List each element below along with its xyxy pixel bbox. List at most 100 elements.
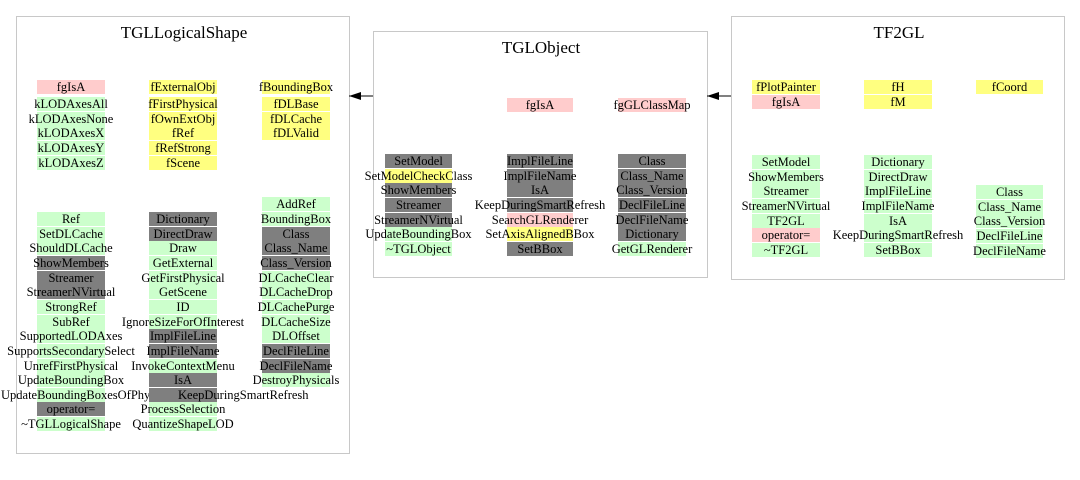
member-0-6-3[interactable]: ShowMembers [33,255,109,270]
member-0-7-13[interactable]: ProcessSelection [141,402,225,417]
member-2-3-0[interactable]: SetModel [752,155,820,169]
member-0-3-3[interactable]: fRefStrong [149,140,217,155]
member-1-4-2[interactable]: Class_Version [616,183,688,198]
member-0-5-2[interactable]: fDLValid [262,126,330,141]
member-0-8-12[interactable]: DestroyPhysicals [253,373,339,388]
member-0-8-8[interactable]: DLCacheSize [261,314,331,329]
member-1-3-6[interactable]: SetBBox [507,241,573,256]
member-2-4-2[interactable]: ImplFileLine [864,184,932,199]
member-2-3-3[interactable]: StreamerNVirtual [742,198,830,213]
member-1-2-1[interactable]: SetModelCheckClass [365,168,472,183]
member-1-2-6[interactable]: ~TGLObject [385,241,452,256]
member-0-0-0[interactable]: fgIsA [37,80,105,94]
member-1-4-0[interactable]: Class [618,154,686,168]
member-0-6-2[interactable]: ShouldDLCache [29,241,113,256]
member-0-7-0[interactable]: Dictionary [149,212,217,226]
member-2-5-2[interactable]: Class_Version [974,214,1045,229]
member-1-2-4[interactable]: StreamerNVirtual [374,212,463,227]
member-2-5-3[interactable]: DeclFileLine [976,228,1043,243]
member-0-6-14[interactable]: ~TGLLogicalShape [21,417,121,432]
member-2-4-3[interactable]: ImplFileName [862,198,934,213]
member-0-7-4[interactable]: GetFirstPhysical [141,270,225,285]
member-2-3-1[interactable]: ShowMembers [748,169,824,184]
member-0-3-0[interactable]: fFirstPhysical [148,97,218,111]
member-1-4-5[interactable]: Dictionary [618,227,686,242]
member-0-3-4[interactable]: fScene [149,155,217,170]
member-2-0-1[interactable]: fgIsA [752,94,820,109]
member-0-6-5[interactable]: StreamerNVirtual [27,285,115,300]
member-0-8-1[interactable]: BoundingBox [261,212,331,226]
member-0-7-6[interactable]: ID [149,299,217,314]
member-0-7-12[interactable]: KeepDuringSmartRefresh [149,387,309,402]
member-0-8-6[interactable]: DLCacheDrop [259,285,333,300]
member-1-2-3[interactable]: Streamer [385,197,452,212]
member-0-3-2[interactable]: fRef [149,126,217,141]
member-1-4-3[interactable]: DeclFileLine [618,197,686,212]
member-0-7-1[interactable]: DirectDraw [149,226,217,241]
member-0-1-2[interactable]: kLODAxesX [37,126,105,141]
member-0-1-3[interactable]: kLODAxesY [37,140,105,155]
member-1-1-0[interactable]: fgGLClassMap [613,98,691,112]
member-1-3-5[interactable]: SetAxisAlignedBBox [485,227,595,242]
member-0-8-7[interactable]: DLCachePurge [258,299,334,314]
member-2-4-6[interactable]: SetBBox [864,242,932,257]
member-0-8-0[interactable]: AddRef [262,197,330,212]
member-2-5-0[interactable]: Class [976,185,1043,199]
member-1-2-5[interactable]: UpdateBoundingBox [365,227,472,242]
member-1-4-6[interactable]: GetGLRenderer [612,241,692,256]
member-0-7-10[interactable]: InvokeContextMenu [131,358,235,373]
member-2-5-4[interactable]: DeclFileName [973,243,1046,258]
member-0-6-0[interactable]: Ref [37,212,105,226]
member-1-2-0[interactable]: SetModel [385,154,452,168]
member-0-1-0[interactable]: kLODAxesAll [34,97,108,111]
member-1-3-1[interactable]: ImplFileName [504,168,576,183]
member-1-3-0[interactable]: ImplFileLine [507,154,573,168]
member-0-6-8[interactable]: SupportedLODAxes [20,329,122,344]
member-0-7-5[interactable]: GetScene [149,285,217,300]
member-0-1-1[interactable]: kLODAxesNone [29,111,113,126]
member-0-8-4[interactable]: Class_Version [260,255,332,270]
member-0-6-10[interactable]: UnrefFirstPhysical [24,358,118,373]
member-0-4-0[interactable]: fBoundingBox [259,80,333,94]
member-2-0-0[interactable]: fPlotPainter [752,80,820,94]
member-2-4-0[interactable]: Dictionary [864,155,932,169]
member-0-6-11[interactable]: UpdateBoundingBox [18,373,124,388]
member-0-6-4[interactable]: Streamer [37,270,105,285]
member-0-6-13[interactable]: operator= [37,402,105,417]
member-0-8-3[interactable]: Class_Name [262,241,330,256]
member-2-3-6[interactable]: ~TF2GL [752,242,820,257]
member-0-6-9[interactable]: SupportsSecondarySelect [7,343,135,358]
member-1-4-1[interactable]: Class_Name [618,168,686,183]
member-1-4-4[interactable]: DeclFileName [616,212,688,227]
member-0-7-11[interactable]: IsA [149,373,217,388]
member-2-1-1[interactable]: fM [864,94,932,109]
member-2-3-4[interactable]: TF2GL [752,213,820,228]
member-0-8-9[interactable]: DLOffset [262,329,330,344]
member-0-7-9[interactable]: ImplFileName [147,343,219,358]
member-0-6-12[interactable]: UpdateBoundingBoxesOfPhysicals [1,387,178,402]
member-0-8-2[interactable]: Class [262,226,330,241]
member-0-2-0[interactable]: fExternalObj [149,80,217,94]
member-0-5-1[interactable]: fDLCache [262,111,330,126]
member-0-7-8[interactable]: ImplFileLine [149,329,217,344]
member-0-8-10[interactable]: DeclFileLine [262,343,330,358]
member-0-6-1[interactable]: SetDLCache [37,226,105,241]
member-0-7-14[interactable]: QuantizeShapeLOD [132,417,234,432]
member-2-4-5[interactable]: KeepDuringSmartRefresh [833,228,963,243]
member-0-5-0[interactable]: fDLBase [262,97,330,111]
member-2-3-2[interactable]: Streamer [752,184,820,199]
member-2-4-1[interactable]: DirectDraw [864,169,932,184]
member-1-2-2[interactable]: ShowMembers [381,183,456,198]
member-0-6-7[interactable]: SubRef [37,314,105,329]
member-1-3-2[interactable]: IsA [507,183,573,198]
member-2-4-4[interactable]: IsA [864,213,932,228]
member-0-7-3[interactable]: GetExternal [149,255,217,270]
member-0-8-5[interactable]: DLCacheClear [259,270,333,285]
member-2-3-5[interactable]: operator= [752,228,820,243]
member-2-5-1[interactable]: Class_Name [976,199,1043,214]
member-1-3-4[interactable]: SearchGLRenderer [492,212,588,227]
member-0-6-6[interactable]: StrongRef [37,299,105,314]
member-0-7-2[interactable]: Draw [149,241,217,256]
member-0-3-1[interactable]: fOwnExtObj [149,111,217,126]
member-2-2-0[interactable]: fCoord [976,80,1043,94]
